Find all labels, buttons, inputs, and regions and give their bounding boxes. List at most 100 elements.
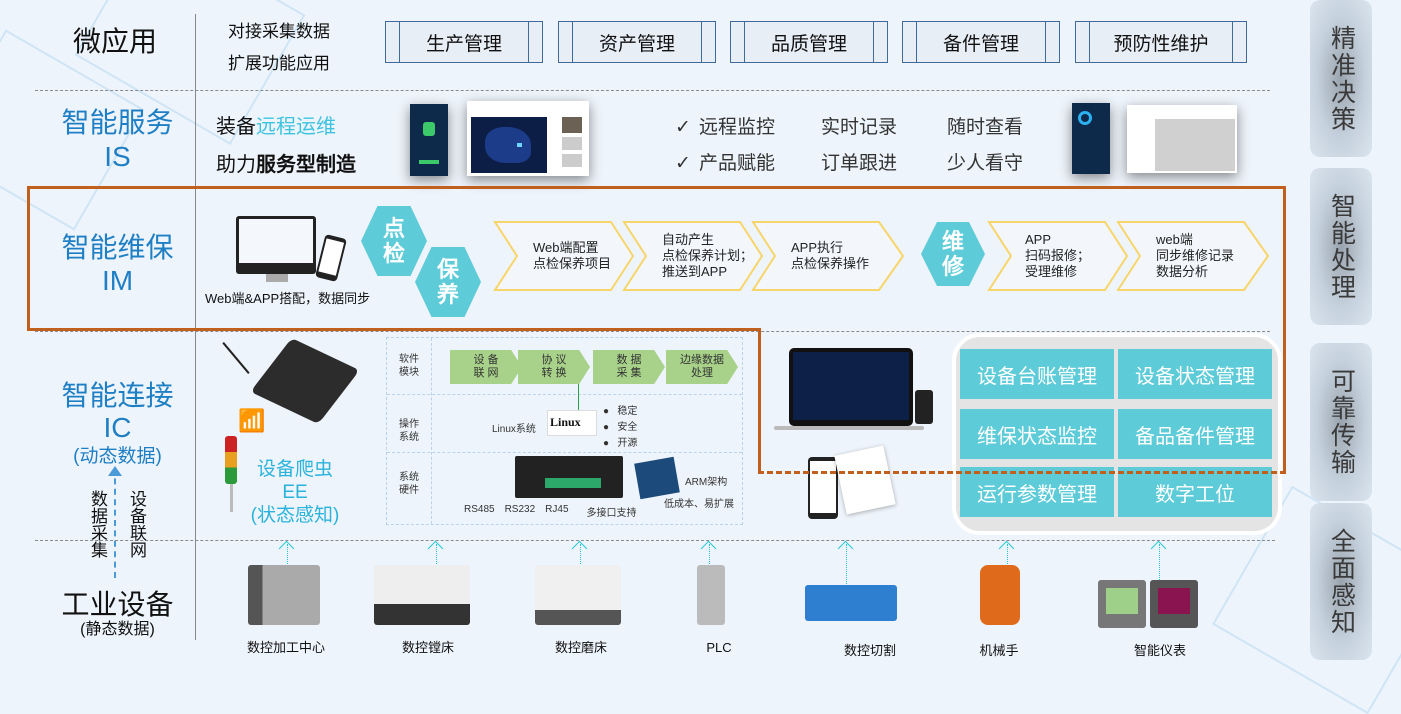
gateway-device-image	[250, 338, 360, 424]
equipment-label: 数控磨床	[554, 640, 607, 655]
is-title: 智能服务	[61, 107, 174, 138]
module-production-management[interactable]: 生产管理	[385, 21, 543, 63]
ic-abbr: IC	[103, 412, 132, 443]
step-auto-plan: 自动产生 点检保养计划； 推送到APP	[622, 220, 764, 292]
connector-line	[578, 382, 579, 410]
phone-image	[915, 390, 933, 424]
smart-meter-image	[1098, 580, 1146, 628]
linux-logo: Linux	[547, 410, 597, 436]
module-quality-management[interactable]: 品质管理	[730, 21, 888, 63]
monitor-icon	[236, 216, 316, 274]
plc-image	[697, 565, 725, 625]
slogan-highlight: 远程运维	[256, 116, 336, 138]
crawler-title: 设备爬虫	[256, 459, 333, 480]
function-equipment-ledger[interactable]: 设备台账管理	[960, 349, 1114, 399]
cnc-grinding-machine-image	[535, 565, 621, 625]
laptop-base	[774, 426, 924, 430]
arrow-up-icon	[1159, 544, 1160, 588]
equipment-label: 机械手	[979, 643, 1019, 658]
smart-meter-image	[1150, 580, 1198, 628]
web-status-screenshot	[1127, 105, 1237, 173]
app-logo-icon	[423, 122, 435, 136]
module-spare-parts-management[interactable]: 备件管理	[902, 21, 1060, 63]
im-highlight-border	[27, 186, 1286, 331]
function-digital-workstation[interactable]: 数字工位	[1118, 467, 1272, 517]
layer-title-ic: 智能连接 IC (动态数据)	[45, 380, 190, 470]
feature: 实时记录	[821, 117, 898, 138]
im-border-bottom	[27, 328, 761, 331]
meter-display	[1106, 588, 1138, 614]
layer-title-equipment: 工业设备 (静态数据)	[40, 590, 195, 640]
map-highlight	[517, 143, 522, 147]
is-slogan: 装备远程运维 助力服务型制造	[216, 108, 356, 184]
data-flow-arrow	[114, 468, 116, 578]
im-border-dashed-overlay	[758, 471, 1286, 474]
desc-line: 对接采集数据	[228, 22, 330, 41]
port: 多接口支持	[586, 508, 637, 519]
im-border-extension	[1283, 328, 1286, 474]
function-equipment-status[interactable]: 设备状态管理	[1118, 349, 1272, 399]
login-bar	[419, 160, 439, 164]
arrow-up-icon	[709, 544, 710, 584]
side-label-reliable-transmission: 可靠传输	[1310, 343, 1372, 501]
donut-chart-icon	[1078, 111, 1092, 125]
table-divider	[431, 338, 432, 524]
device-caption: Web端&APP搭配，数据同步	[205, 291, 371, 306]
is-features: ✓ 远程监控 实时记录 随时查看 ✓ 产品赋能 订单跟进 少人看守	[675, 110, 1023, 182]
map-shape	[485, 127, 531, 163]
port: RS485	[464, 504, 495, 515]
tower-pole	[230, 484, 233, 512]
module-preventive-maintenance[interactable]: 预防性维护	[1075, 21, 1247, 63]
equipment-label: 数控镗床	[401, 640, 454, 655]
equipment-sub: (静态数据)	[80, 621, 155, 638]
step-text: Web端配置 点检保养项目	[533, 240, 612, 271]
feature: 订单跟进	[821, 153, 898, 174]
map-dashboard-screenshot	[467, 101, 589, 176]
os-bullets: ● 稳定 ● 安全 ● 开源	[603, 406, 638, 449]
antenna	[222, 342, 250, 374]
signal-tower-light	[225, 436, 237, 484]
layer-divider	[35, 90, 1270, 91]
side-label-precise-decision: 精准决策	[1310, 0, 1372, 157]
cnc-machining-center-image	[248, 565, 320, 625]
check-icon: ✓	[675, 153, 691, 174]
status-panel	[1155, 119, 1235, 171]
function-runtime-params[interactable]: 运行参数管理	[960, 467, 1114, 517]
app-screens-image	[834, 445, 896, 515]
china-map	[471, 117, 547, 173]
step-text: APP执行 点检保养操作	[791, 240, 870, 271]
hex-repair: 维 修	[921, 222, 985, 286]
im-abbr: IM	[101, 265, 134, 296]
step-web-config: Web端配置 点检保养项目	[493, 220, 635, 292]
slogan-prefix: 装备	[216, 116, 256, 138]
port: RS232	[504, 504, 536, 515]
module-protocol-convert: 协 议 转 换	[518, 350, 590, 384]
port: RJ45	[545, 504, 569, 515]
cnc-boring-machine-image	[374, 565, 470, 625]
wifi-icon: 📶	[238, 408, 266, 433]
equipment-title: 工业设备	[61, 589, 174, 620]
arrow-up-icon	[108, 466, 122, 476]
slogan-prefix: 助力	[216, 154, 256, 176]
arm-title: ARM架构	[685, 477, 728, 488]
module-data-collect: 数 据 采 集	[593, 350, 665, 384]
arrow-up-icon	[846, 544, 847, 588]
step-web-analysis: web端 同步维修记录 数据分析	[1116, 220, 1270, 292]
step-text: web端 同步维修记录 数据分析	[1156, 232, 1235, 279]
architecture-table: 软件 模块 操作 系统 系统 硬件 Linux系统 Linux ● 稳定 ● 安…	[386, 337, 743, 525]
robot-arm-image	[980, 565, 1020, 625]
crawler-label: 设备爬虫 EE (状态感知)	[240, 458, 350, 527]
arm-board-image	[634, 456, 680, 500]
thumb	[562, 137, 582, 150]
equipment-label: 数控加工中心	[246, 640, 325, 655]
bullet: 安全	[617, 422, 638, 433]
function-spare-parts[interactable]: 备品备件管理	[1118, 409, 1272, 459]
desc-line: 扩展功能应用	[228, 54, 330, 73]
layer-title-micro-app: 微应用	[72, 26, 157, 57]
feature: 产品赋能	[699, 153, 776, 174]
module-asset-management[interactable]: 资产管理	[558, 21, 716, 63]
row-label: 操作 系统	[399, 419, 419, 443]
app-screenshot-phone	[410, 104, 448, 176]
im-title: 智能维保	[61, 232, 174, 263]
function-maintenance-monitor[interactable]: 维保状态监控	[960, 409, 1114, 459]
